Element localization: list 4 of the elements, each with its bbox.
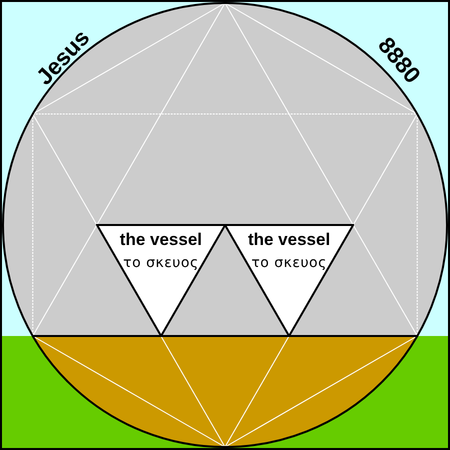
- triangle-title: the vessel: [120, 230, 202, 250]
- triangle-title: the vessel: [248, 230, 330, 250]
- greek-caption: το σκευος: [251, 254, 327, 272]
- greek-caption: το σκευος: [123, 254, 199, 272]
